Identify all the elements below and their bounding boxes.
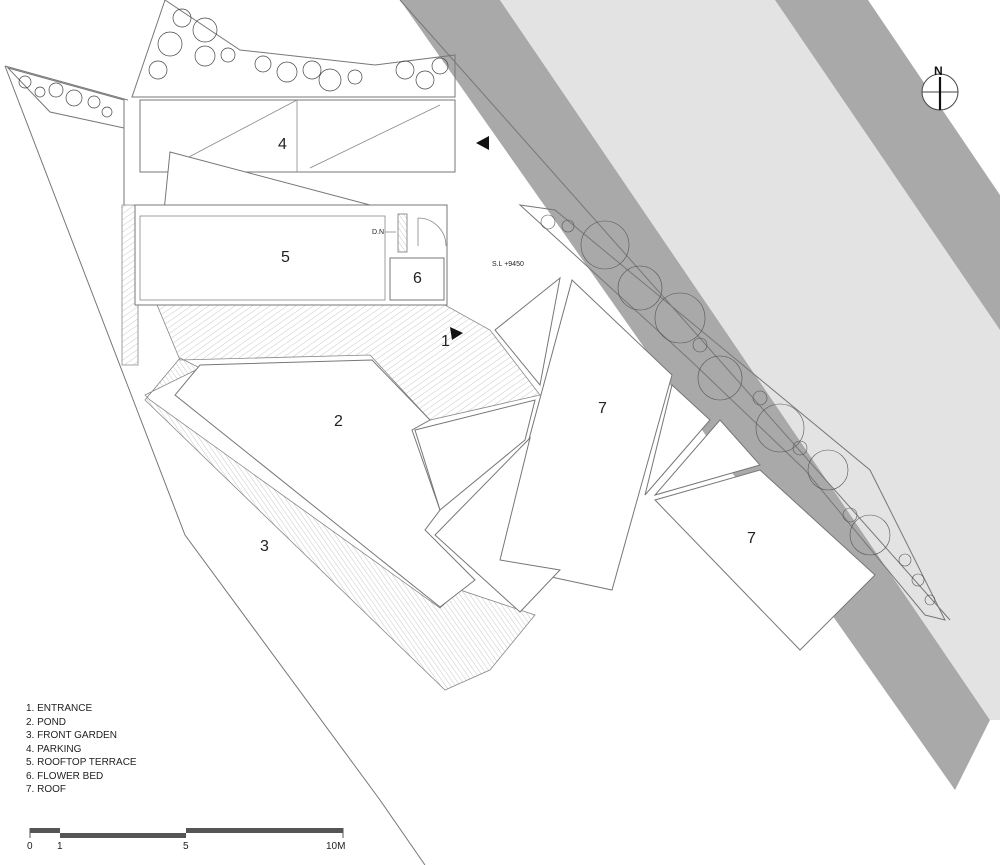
legend-list: 1. ENTRANCE 2. POND 3. FRONT GARDEN 4. P… xyxy=(26,702,137,797)
door-swing xyxy=(417,217,447,247)
east-garden-strip xyxy=(518,204,946,621)
label-flower-bed: 6 xyxy=(413,270,422,287)
roof-east-shard-2 xyxy=(653,419,761,496)
roof-inner-shard xyxy=(414,399,536,511)
north-symbol xyxy=(921,73,959,111)
east-garden-trees xyxy=(540,214,936,606)
parking-diagonal-2 xyxy=(309,104,441,169)
scale-label-10m: 10M xyxy=(326,841,346,852)
road-light-band xyxy=(500,0,1000,720)
label-entrance: 1 xyxy=(441,333,450,350)
road-dark-band-right xyxy=(775,0,1000,330)
scale-bar xyxy=(29,828,344,838)
label-roof-main: 7 xyxy=(598,400,607,417)
roof-east-block xyxy=(654,469,876,651)
flower-bed xyxy=(389,257,445,301)
label-pond: 2 xyxy=(334,413,343,430)
roof-east-shard-1 xyxy=(644,384,711,496)
entrance-arrow xyxy=(450,327,463,340)
rooftop-terrace-inner xyxy=(139,215,386,301)
legend-item: 4. PARKING xyxy=(26,743,82,755)
legend-item: 5. ROOFTOP TERRACE xyxy=(26,757,137,768)
roof-lower-shard xyxy=(434,436,562,613)
west-deck xyxy=(121,204,139,366)
north-planter xyxy=(131,0,456,98)
north-planter-trees xyxy=(148,8,449,92)
legend-item: 6. FLOWER BED xyxy=(26,770,104,782)
entry-deck xyxy=(154,299,541,421)
pond-outline xyxy=(174,359,476,608)
scale-label-0: 0 xyxy=(27,841,33,852)
label-roof-east: 7 xyxy=(747,530,756,547)
legend-item: 7. ROOF xyxy=(26,784,67,795)
parking-entry-arrow xyxy=(476,136,489,150)
north-label: N xyxy=(934,64,943,78)
down-label: D.N xyxy=(372,229,384,236)
site-boundary-east xyxy=(399,0,951,621)
site-boundary-north xyxy=(4,65,129,101)
scale-label-5: 5 xyxy=(183,841,189,852)
roof-shard-small xyxy=(494,276,561,387)
northwest-planter-trees xyxy=(18,75,113,118)
parking-diagonal-1 xyxy=(186,99,298,159)
legend-item: 1. ENTRANCE xyxy=(26,703,93,714)
legend-item: 3. FRONT GARDEN xyxy=(26,730,117,741)
site-boundary-west xyxy=(4,65,426,865)
scale-label-1: 1 xyxy=(57,841,63,852)
level-label: S.L +9450 xyxy=(492,261,524,268)
label-front-garden: 3 xyxy=(260,538,269,555)
legend-item: 2. POND xyxy=(26,716,67,728)
label-rooftop-terrace: 5 xyxy=(281,249,290,266)
label-parking: 4 xyxy=(278,136,287,153)
stair-block xyxy=(397,213,408,253)
